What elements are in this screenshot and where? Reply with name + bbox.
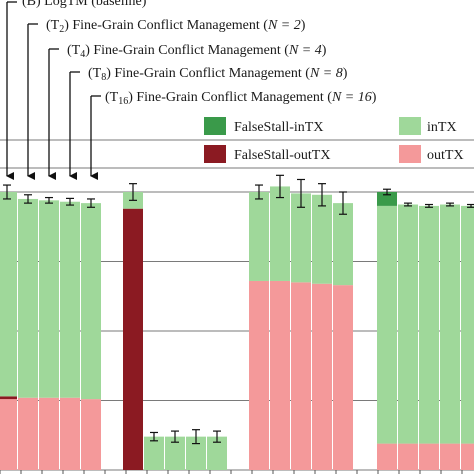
annotation-T4-sub: 4 — [80, 49, 85, 60]
bar-segment-intx — [60, 201, 80, 398]
bar-segment-outtx — [461, 443, 474, 470]
bar-segment-intx — [333, 203, 353, 286]
annotation-T8: (T8) Fine-Grain Conflict Management (N =… — [88, 66, 348, 83]
bar-segment-intx — [18, 198, 38, 398]
bar-segment-intx — [398, 204, 418, 444]
bar-segment-outtx — [18, 397, 38, 470]
bar-segment-outtx — [333, 285, 353, 470]
error-bars — [3, 174, 474, 445]
annotation-T16-sub: 16 — [118, 96, 128, 107]
bar-segment-outtx — [312, 283, 332, 470]
bar-segment-outtx — [270, 280, 290, 470]
bar-segment-outtx — [419, 443, 439, 470]
annotation-T2-sub: 2 — [59, 24, 64, 35]
legend-swatch-falsestall-outtx — [204, 145, 226, 163]
annotations: (B) LogTM (baseline) (T2) Fine-Grain Con… — [22, 0, 377, 107]
bar-segment-outtx — [398, 443, 418, 470]
bar-segment-intx — [270, 186, 290, 281]
bar-segment-intx — [186, 436, 206, 470]
bar-segment-intx — [81, 203, 101, 400]
annotation-arrows — [6, 1, 101, 180]
annotation-T16: (T16) Fine-Grain Conflict Management (N … — [105, 90, 377, 107]
legend-label-falsestall-intx: FalseStall-inTX — [234, 120, 323, 135]
bar-segment-intx — [249, 192, 269, 281]
annotation-T8-sub: 8 — [101, 72, 106, 83]
legend-label-outtx: outTX — [427, 148, 464, 163]
annotation-T4: (T4) Fine-Grain Conflict Management (N =… — [67, 43, 327, 60]
annotation-T2: (T2) Fine-Grain Conflict Management (N =… — [46, 18, 306, 35]
bar-segment-outtx — [60, 397, 80, 470]
annotation-B: (B) LogTM (baseline) — [22, 0, 147, 9]
legend-label-falsestall-outtx: FalseStall-outTX — [234, 148, 330, 163]
bar-segment-outtx — [440, 443, 460, 470]
bar-segment-intx — [0, 192, 17, 397]
legend: FalseStall-inTX inTX FalseStall-outTX ou… — [204, 117, 464, 163]
bars — [0, 186, 474, 470]
bar-segment-intx — [207, 436, 227, 470]
bar-segment-intx — [377, 205, 397, 444]
bar-segment-intx — [291, 193, 311, 283]
bar-segment-falsestall-outtx — [0, 396, 17, 400]
bar-segment-intx — [461, 205, 474, 444]
bar-segment-outtx — [291, 282, 311, 470]
bar-segment-outtx — [249, 280, 269, 470]
bar-segment-falsestall-intx — [377, 192, 397, 206]
bar-segment-intx — [312, 194, 332, 284]
bar-segment-falsestall-outtx — [123, 208, 143, 470]
bar-segment-intx — [419, 205, 439, 444]
legend-swatch-outtx — [399, 145, 421, 163]
legend-label-intx: inTX — [427, 120, 457, 135]
bar-segment-intx — [39, 200, 59, 398]
bar-segment-intx — [144, 436, 164, 470]
bar-segment-outtx — [0, 399, 17, 470]
bar-segment-intx — [440, 204, 460, 444]
bar-segment-outtx — [81, 399, 101, 470]
legend-swatch-falsestall-intx — [204, 117, 226, 135]
bar-segment-intx — [165, 436, 185, 470]
bar-segment-outtx — [377, 443, 397, 470]
bar-segment-outtx — [39, 397, 59, 470]
legend-swatch-intx — [399, 117, 421, 135]
